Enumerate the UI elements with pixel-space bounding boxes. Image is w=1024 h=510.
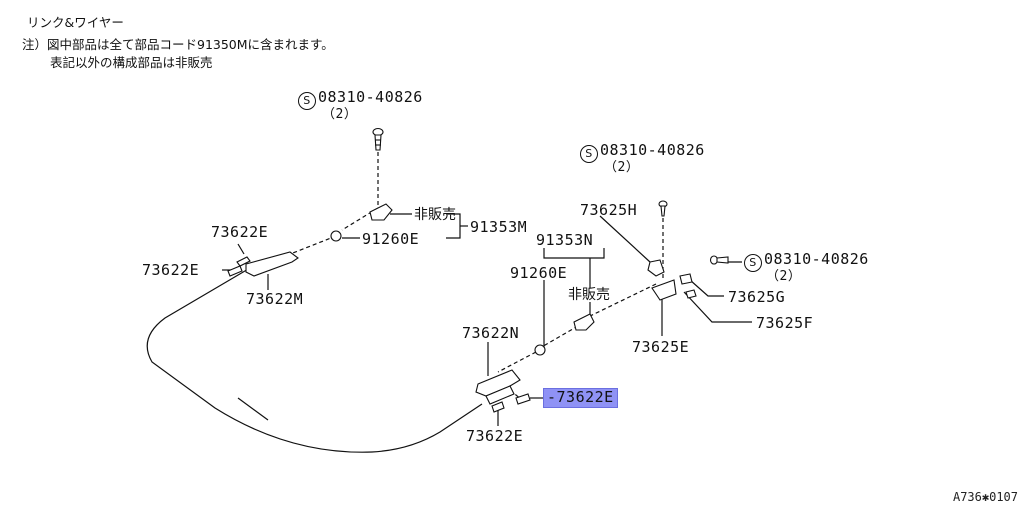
part-label-73622M[interactable]: 73622M [246,290,304,308]
part-label-91353M[interactable]: 91353M [470,218,528,236]
note-line-2: 表記以外の構成部品は非販売 [50,55,213,70]
part-qty-s-bolt-right-top: （2） [604,160,640,175]
diagram-title: リンク&ワイヤー [27,15,124,30]
part-label-73625E[interactable]: 73625E [632,338,690,356]
part-label-73622E-b[interactable]: 73622E [142,261,200,279]
figure-code: A736✱0107 [952,490,1018,504]
part-label-73622N[interactable]: 73622N [462,324,520,342]
bracket-73625E-shape [651,279,677,301]
s-symbol-icon: S [744,254,762,272]
wire-inner-segment [237,397,269,421]
wire-cable [146,267,483,453]
part-qty-s-bolt-right: （2） [766,269,802,284]
part-label-73622E-a[interactable]: 73622E [211,223,269,241]
grommet-91260E-a [330,230,342,242]
s-symbol-icon: S [298,92,316,110]
part-label-91260E-a[interactable]: 91260E [362,230,420,248]
part-label-73625H[interactable]: 73625H [580,201,638,219]
part-label-73625F[interactable]: 73625F [756,314,814,332]
link-73622M-shape [245,251,299,277]
part-qty-s-bolt-top: （2） [322,107,358,122]
grommet-91260E-b [534,344,546,356]
part-label-91260E-b[interactable]: 91260E [510,264,568,282]
note-line-1: 注）図中部品は全て部品コード91350Mに含まれます。 [22,37,334,52]
bolt-icon-right [709,255,729,265]
part-label-91353N[interactable]: 91353N [536,231,594,249]
bolt-icon-top [372,127,384,151]
part-label-73622E-highlighted[interactable]: -73622E [543,388,618,408]
part-label-73622E-c[interactable]: 73622E [466,427,524,445]
part-label-73625G[interactable]: 73625G [728,288,786,306]
bracket-73625H-shape [647,259,665,277]
not-sold-label-a: 非販売 [414,207,456,223]
s-symbol-icon: S [580,145,598,163]
clip-91353M-shape [369,203,393,221]
not-sold-label-b: 非販売 [568,287,610,303]
clip-91353N-shape [573,313,595,331]
bolt-icon-right-top [658,200,668,217]
